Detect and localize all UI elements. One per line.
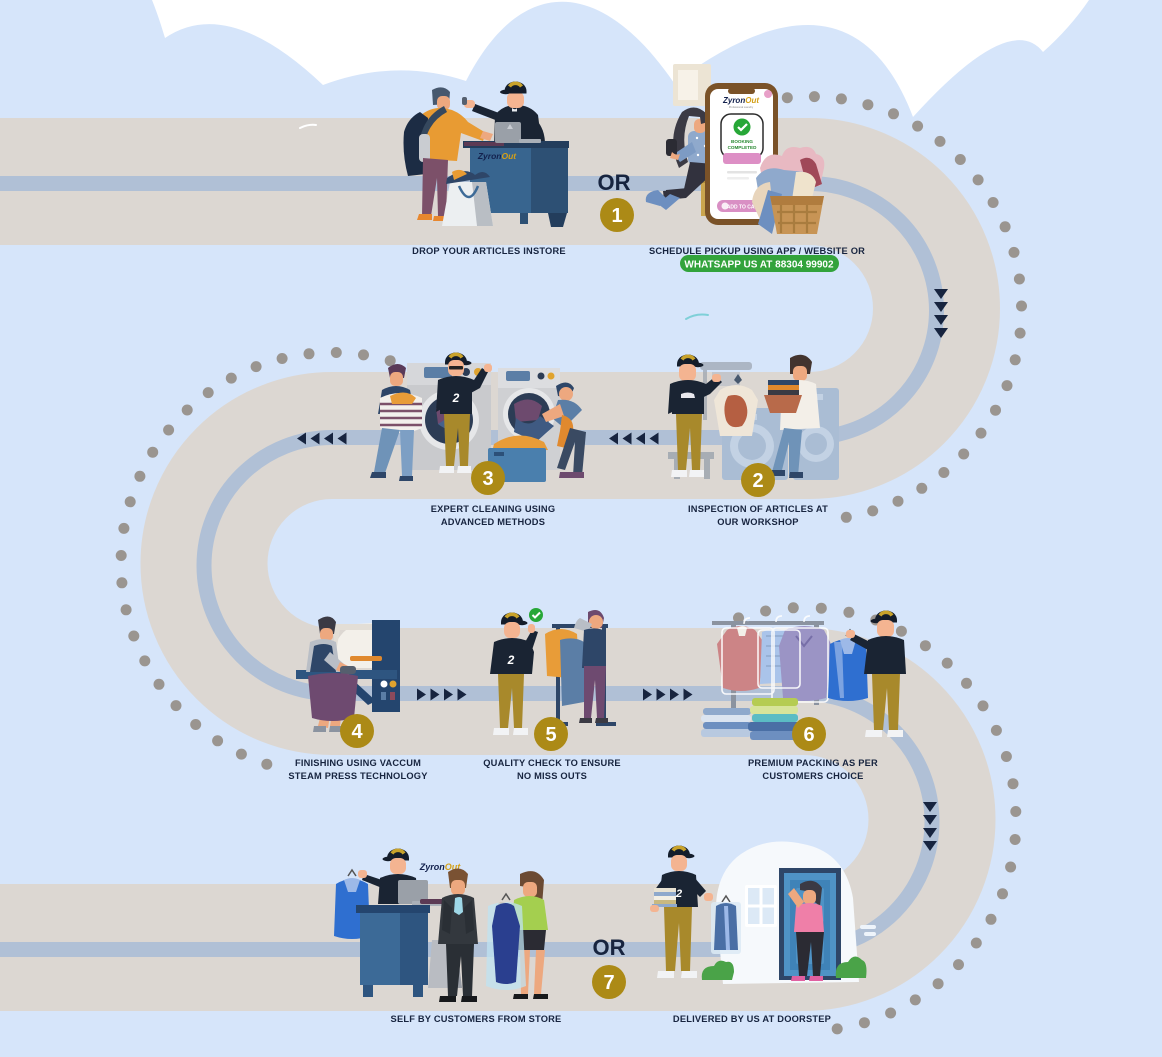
svg-text:OR: OR xyxy=(598,170,631,195)
svg-text:OR: OR xyxy=(593,935,626,960)
svg-text:ADVANCED METHODS: ADVANCED METHODS xyxy=(441,517,545,527)
svg-text:ADD TO CART: ADD TO CART xyxy=(727,205,761,211)
svg-text:EXPERT CLEANING USING: EXPERT CLEANING USING xyxy=(431,504,556,514)
svg-text:2: 2 xyxy=(675,888,682,900)
svg-text:STEAM PRESS TECHNOLOGY: STEAM PRESS TECHNOLOGY xyxy=(288,771,428,781)
svg-text:ZyronOut: ZyronOut xyxy=(419,862,462,872)
svg-text:WHATSAPP US AT 88304 99902: WHATSAPP US AT 88304 99902 xyxy=(684,260,834,271)
svg-text:Professional Laundry: Professional Laundry xyxy=(729,105,754,109)
svg-text:SCHEDULE PICKUP USING APP / WE: SCHEDULE PICKUP USING APP / WEBSITE OR xyxy=(649,246,865,256)
svg-text:2: 2 xyxy=(507,653,515,667)
svg-text:2: 2 xyxy=(752,470,763,492)
svg-text:SELF BY CUSTOMERS FROM STORE: SELF BY CUSTOMERS FROM STORE xyxy=(391,1014,562,1024)
svg-text:PREMIUM PACKING AS PER: PREMIUM PACKING AS PER xyxy=(748,758,878,768)
svg-text:CUSTOMERS CHOICE: CUSTOMERS CHOICE xyxy=(762,771,863,781)
svg-text:NO MISS OUTS: NO MISS OUTS xyxy=(517,771,587,781)
svg-text:DROP YOUR ARTICLES INSTORE: DROP YOUR ARTICLES INSTORE xyxy=(412,246,566,256)
svg-text:4: 4 xyxy=(351,721,363,743)
svg-text:OUR WORKSHOP: OUR WORKSHOP xyxy=(717,517,798,527)
svg-text:BOOKING: BOOKING xyxy=(731,139,753,144)
svg-text:DELIVERED BY US AT DOORSTEP: DELIVERED BY US AT DOORSTEP xyxy=(673,1014,831,1024)
svg-text:ZyronOut: ZyronOut xyxy=(477,151,517,161)
svg-text:INSPECTION OF ARTICLES AT: INSPECTION OF ARTICLES AT xyxy=(688,504,828,514)
svg-text:ZyronOut: ZyronOut xyxy=(722,96,759,105)
svg-text:COMPLETED: COMPLETED xyxy=(728,145,758,150)
svg-text:FINISHING USING VACCUM: FINISHING USING VACCUM xyxy=(295,758,421,768)
svg-text:7: 7 xyxy=(603,972,614,994)
svg-text:QUALITY CHECK TO ENSURE: QUALITY CHECK TO ENSURE xyxy=(483,758,621,768)
svg-text:6: 6 xyxy=(803,724,814,746)
svg-text:2: 2 xyxy=(452,391,460,405)
svg-text:1: 1 xyxy=(611,205,622,227)
svg-text:3: 3 xyxy=(482,468,493,490)
svg-text:5: 5 xyxy=(545,724,556,746)
